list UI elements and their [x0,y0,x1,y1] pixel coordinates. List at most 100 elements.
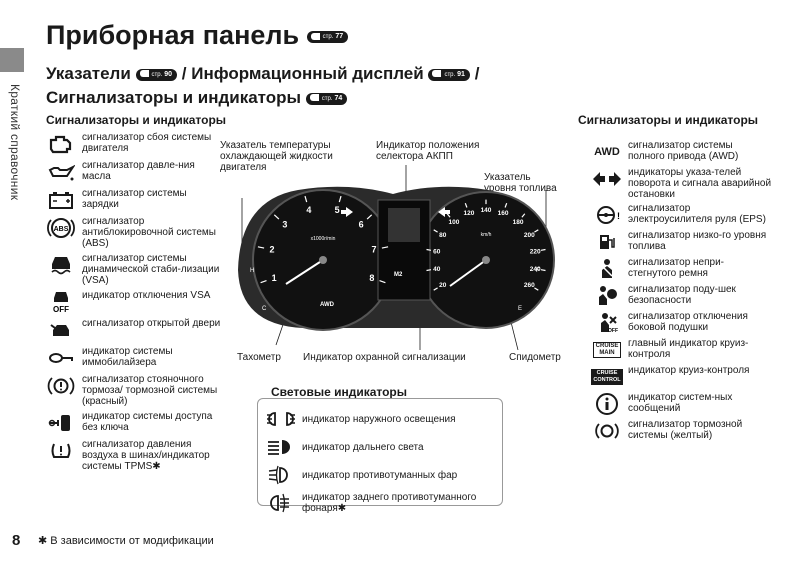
keyless-icon [46,411,76,435]
tick-label: 220 [530,249,541,256]
list-item: ABS сигнализатор антиблокировочной систе… [46,216,221,249]
awd-icon: AWD [594,146,620,158]
vsa-icon [46,253,76,277]
brake-amber-icon [592,419,622,443]
oil-pressure-icon [46,160,76,184]
seatbelt-icon [592,257,622,281]
tachometer-needle [285,259,324,285]
page-ref-badge[interactable]: стр. 74 [305,92,348,105]
tick-mark [260,280,267,284]
list-item: индикатор наружного освещения [266,407,482,431]
immobilizer-icon [46,346,76,370]
list-item: сигнализатор непри-стегнутого ремня [592,257,772,281]
list-item: сигнализатор давления воздуха в шинах/ин… [46,439,221,472]
tick-label: 3 [282,220,287,230]
list-item: индикатор противотуманных фар [266,463,482,487]
needle-hub [482,256,490,264]
callout-speedometer: Спидометр [509,352,561,363]
side-tab-label: Краткий справочник [8,84,22,201]
temp-hot-label: H [250,268,254,274]
tick-label: 20 [439,282,447,289]
lights-box: индикатор наружного освещения индикатор … [257,398,503,514]
tick-mark [257,246,265,249]
tach-unit-label: x1000r/min [311,236,336,242]
turn-right-indicator [438,207,450,217]
svg-text:OFF: OFF [53,305,69,314]
list-item: индикатор системы иммобилайзера [46,346,221,370]
callout-alarm-indicator: Индикатор охранной сигнализации [303,352,466,363]
tick-label: 60 [433,249,441,256]
temp-cold-label: C [262,306,267,312]
list-item: сигнализатор сбоя системы двигателя [46,132,221,156]
tick-mark [540,269,546,272]
callout-tachometer: Тахометр [237,352,281,363]
tick-label: 160 [498,210,509,217]
rear-fog-icon [266,491,296,515]
door-open-icon [46,318,76,342]
side-tab-marker [0,48,24,72]
list-item: сигнализатор давле-ния масла [46,160,221,184]
exterior-lights-icon [266,407,296,431]
callout-temp-gauge: Указатель температуры охлаждающей жидкос… [220,140,333,173]
brake-red-icon [46,374,76,398]
list-item: индикатор заднего противотуманного фонар… [266,491,482,515]
tick-mark [464,202,468,208]
info-icon [592,392,622,416]
tick-label: 80 [439,232,447,239]
left-indicator-list: сигнализатор сбоя системы двигателя сигн… [46,132,221,476]
tick-mark [426,248,432,251]
list-item: индикатор дальнего света [266,435,482,459]
tick-mark [534,287,539,291]
page-title-text: Приборная панель [46,20,300,50]
info-display-screen [388,208,420,242]
list-item: AWD сигнализатор системы полного привода… [592,140,772,164]
list-item: сигнализатор тормозной системы (желтый) [592,419,772,443]
list-item: сигнализатор поду-шек безопасности [592,284,772,308]
tick-mark [338,195,342,203]
list-item: сигнализатор системы зарядки [46,188,221,212]
footnote: ✱ В зависимости от модификации [38,535,214,547]
tick-label: 260 [524,282,535,289]
left-section-heading: Сигнализаторы и индикаторы [46,113,227,127]
eps-icon: ! [592,203,622,227]
page-ref-badge[interactable]: стр. 77 [306,30,349,43]
page-ref-badge[interactable]: стр. 91 [428,68,470,81]
tick-mark [426,269,432,272]
svg-text:OFF: OFF [608,328,618,334]
needle-hub [319,256,327,264]
svg-text:!: ! [617,211,620,221]
battery-icon [46,188,76,212]
list-item: сигнализатор системы динамической стаби-… [46,253,221,286]
high-beam-icon [266,435,296,459]
speed-unit-label: km/h [481,232,492,238]
page-subtitle: Указатели стр. 90 / Информационный диспл… [46,64,480,107]
tick-mark [381,246,389,249]
tick-label: 240 [530,266,541,273]
page-ref-badge[interactable]: стр. 90 [135,68,178,81]
list-item: индикатор системы доступа без ключа [46,411,221,435]
tpms-icon [46,439,76,463]
check-engine-icon [46,132,76,156]
tick-mark [504,202,508,208]
turn-left-indicator [341,207,353,217]
tick-mark [540,248,546,251]
list-item: OFF индикатор отключения VSA [46,290,221,314]
tick-label: 8 [369,273,374,283]
list-item: сигнализатор стояночного тормоза/ тормоз… [46,374,221,407]
tick-mark [446,213,451,218]
tick-mark [379,280,386,284]
tick-mark [273,214,280,220]
page-number: 8 [12,532,21,549]
tick-mark [304,195,308,203]
list-item: OFF сигнализатор отключения боковой поду… [592,311,772,335]
lights-section-heading: Световые индикаторы [267,385,412,399]
tick-label: 140 [481,207,492,214]
list-item: сигнализатор открытой двери [46,318,221,342]
awd-indicator: AWD [320,302,335,308]
